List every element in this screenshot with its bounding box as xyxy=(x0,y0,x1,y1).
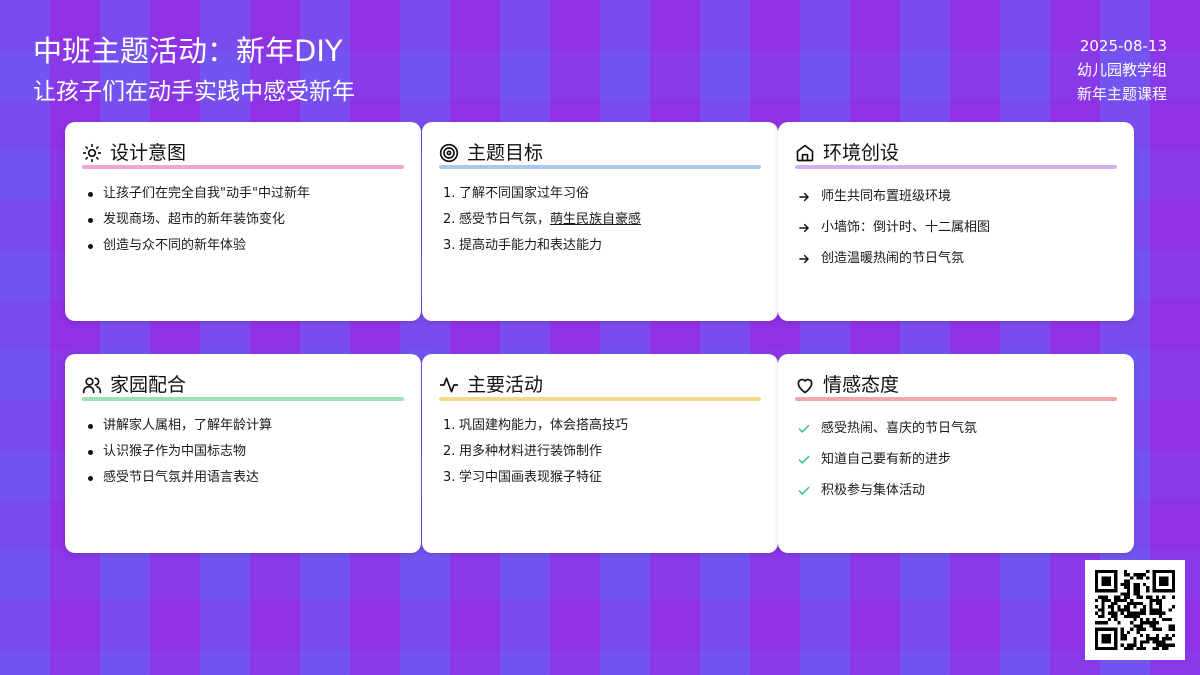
highlight-link[interactable]: 萌生民族自豪感 xyxy=(550,212,642,227)
list-item: 创造温暖热闹的节日气氛 xyxy=(795,243,1117,274)
card-title: 情感态度 xyxy=(823,374,900,396)
qr-code-pattern xyxy=(1095,570,1175,650)
check-icon xyxy=(797,484,811,498)
list-item: 小墙饰：倒计时、十二属相图 xyxy=(795,212,1117,243)
card-list: 让孩子们在完全自我"动手"中过新年 发现商场、超市的新年装饰变化 创造与众不同的… xyxy=(82,181,404,259)
card-list: 讲解家人属相，了解年龄计算 认识猴子作为中国标志物 感受节日气氛并用语言表达 xyxy=(82,413,404,491)
list-item: 发现商场、超市的新年装饰变化 xyxy=(82,207,404,233)
heart-icon xyxy=(795,375,815,395)
list-item: 讲解家人属相，了解年龄计算 xyxy=(82,413,404,439)
card-title: 主题目标 xyxy=(467,142,544,164)
card-title: 家园配合 xyxy=(110,374,187,396)
arrow-right-icon xyxy=(797,221,811,235)
meta-course: 新年主题课程 xyxy=(1076,85,1167,103)
card-title: 主要活动 xyxy=(467,374,544,396)
home-icon xyxy=(795,143,815,163)
list-item: 1.了解不同国家过年习俗 xyxy=(443,186,590,201)
card-accent-bar xyxy=(439,165,761,169)
check-icon xyxy=(797,453,811,467)
list-item: 认识猴子作为中国标志物 xyxy=(82,439,404,465)
list-item: 师生共同布置班级环境 xyxy=(795,181,1117,212)
card-list: 感受热闹、喜庆的节日气氛 知道自己要有新的进步 积极参与集体活动 xyxy=(795,413,1117,506)
list-item: 1.巩固建构能力，体会搭高技巧 xyxy=(443,418,629,433)
qr-code-icon xyxy=(1085,560,1185,660)
page-title: 中班主题活动：新年DIY xyxy=(33,34,343,68)
page-subtitle: 让孩子们在动手实践中感受新年 xyxy=(33,79,355,105)
card-list: 1.了解不同国家过年习俗 2.感受节日气氛，萌生民族自豪感 3.提高动手能力和表… xyxy=(439,181,761,259)
card-theme-goals: 主题目标 1.了解不同国家过年习俗 2.感受节日气氛，萌生民族自豪感 3.提高动… xyxy=(422,122,778,321)
card-emotional-attitude: 情感态度 感受热闹、喜庆的节日气氛 知道自己要有新的进步 积极参与集体活动 xyxy=(778,354,1134,553)
check-icon xyxy=(797,422,811,436)
card-accent-bar xyxy=(82,165,404,169)
card-design-intent: 设计意图 让孩子们在完全自我"动手"中过新年 发现商场、超市的新年装饰变化 创造… xyxy=(65,122,421,321)
card-title: 环境创设 xyxy=(823,142,900,164)
card-list: 1.巩固建构能力，体会搭高技巧 2.用多种材料进行装饰制作 3.学习中国画表现猴… xyxy=(439,413,761,491)
meta-info: 2025-08-13 幼儿园教学组 新年主题课程 xyxy=(1077,34,1167,106)
card-main-activities: 主要活动 1.巩固建构能力，体会搭高技巧 2.用多种材料进行装饰制作 3.学习中… xyxy=(422,354,778,553)
list-item: 2.用多种材料进行装饰制作 xyxy=(443,444,603,459)
activity-icon xyxy=(439,375,459,395)
card-list: 师生共同布置班级环境 小墙饰：倒计时、十二属相图 创造温暖热闹的节日气氛 xyxy=(795,181,1117,274)
card-accent-bar xyxy=(82,397,404,401)
list-item: 感受热闹、喜庆的节日气氛 xyxy=(795,413,1117,444)
arrow-right-icon xyxy=(797,252,811,266)
list-item: 知道自己要有新的进步 xyxy=(795,444,1117,475)
list-item: 积极参与集体活动 xyxy=(795,475,1117,506)
meta-group: 幼儿园教学组 xyxy=(1076,61,1167,79)
card-accent-bar xyxy=(795,165,1117,169)
arrow-right-icon xyxy=(797,190,811,204)
list-item: 3.提高动手能力和表达能力 xyxy=(443,238,603,253)
sun-icon xyxy=(82,143,102,163)
header: 中班主题活动：新年DIY 让孩子们在动手实践中感受新年 xyxy=(33,32,355,108)
card-home-school: 家园配合 讲解家人属相，了解年龄计算 认识猴子作为中国标志物 感受节日气氛并用语… xyxy=(65,354,421,553)
list-item: 感受节日气氛并用语言表达 xyxy=(82,465,404,491)
card-environment: 环境创设 师生共同布置班级环境 小墙饰：倒计时、十二属相图 创造温暖热闹的节日气… xyxy=(778,122,1134,321)
card-title: 设计意图 xyxy=(110,142,187,164)
meta-date: 2025-08-13 xyxy=(1079,37,1167,55)
list-item: 让孩子们在完全自我"动手"中过新年 xyxy=(82,181,404,207)
card-accent-bar xyxy=(439,397,761,401)
list-item: 3.学习中国画表现猴子特征 xyxy=(443,470,603,485)
list-item: 创造与众不同的新年体验 xyxy=(82,233,404,259)
users-icon xyxy=(82,375,102,395)
list-item: 2.感受节日气氛，萌生民族自豪感 xyxy=(439,207,761,233)
target-icon xyxy=(439,143,459,163)
card-accent-bar xyxy=(795,397,1117,401)
